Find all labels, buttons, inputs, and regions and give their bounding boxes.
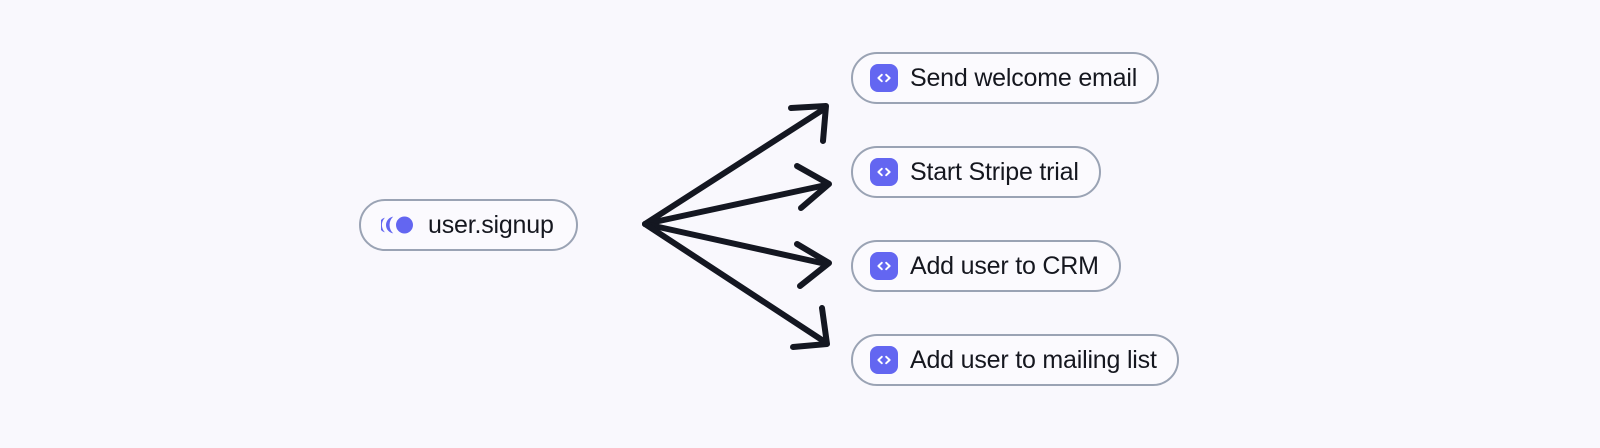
edge-to-add-user-to-crm bbox=[642, 221, 832, 289]
action-node-start-stripe-trial[interactable]: Start Stripe trial bbox=[851, 146, 1101, 198]
edge-to-start-stripe-trial bbox=[642, 163, 832, 227]
action-node-send-welcome-email[interactable]: Send welcome email bbox=[851, 52, 1160, 104]
action-node-label: Add user to CRM bbox=[910, 251, 1099, 280]
trigger-node-user-signup[interactable]: user.signup bbox=[359, 199, 578, 251]
edge-to-send-welcome-email bbox=[642, 103, 829, 227]
action-node-add-user-to-mailing-list[interactable]: Add user to mailing list bbox=[851, 334, 1179, 386]
action-node-label: Start Stripe trial bbox=[910, 157, 1079, 186]
action-node-label: Send welcome email bbox=[910, 63, 1138, 92]
code-brackets-icon bbox=[870, 252, 898, 280]
trigger-node-label: user.signup bbox=[428, 210, 554, 239]
code-brackets-icon bbox=[870, 346, 898, 374]
code-brackets-icon bbox=[870, 64, 898, 92]
edge-to-add-user-to-mailing-list bbox=[642, 221, 830, 350]
action-node-label: Add user to mailing list bbox=[910, 345, 1157, 374]
broadcast-icon bbox=[381, 216, 413, 234]
code-brackets-icon bbox=[870, 158, 898, 186]
action-node-add-user-to-crm[interactable]: Add user to CRM bbox=[851, 240, 1121, 292]
